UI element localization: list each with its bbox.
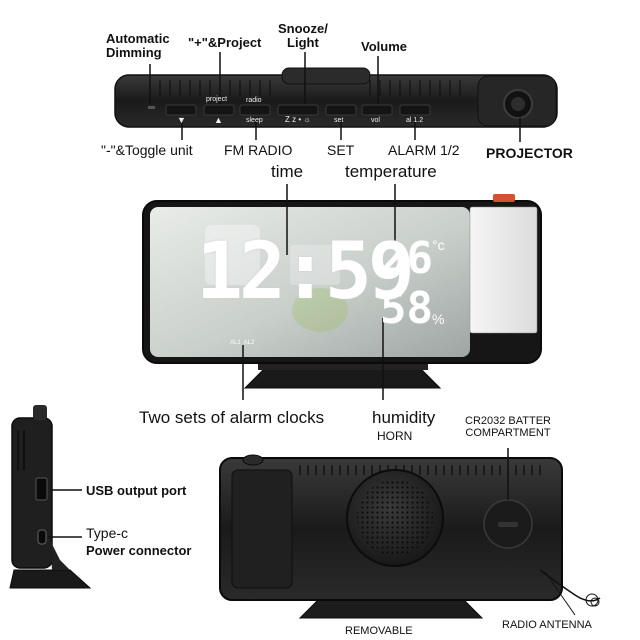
top-buttons [165,104,431,116]
btn-label-down-arrow: ▼ [177,115,186,125]
callout-power: Power connector [86,543,192,558]
display-time: 12:59 [196,227,415,317]
callout-automatic-dimming: Automatic Dimming [106,31,170,60]
btn-label-set: set [334,117,344,124]
callout-set: SET [327,142,355,158]
callout-removable: REMOVABLE [345,625,413,637]
btn-label-radio: radio [246,97,262,104]
btn-label-vol: vol [371,117,380,124]
front-view-device [142,194,542,389]
back-view-device [219,448,601,619]
back-vents [299,465,541,475]
btn-label-up-arrow: ▲ [214,115,223,125]
callout-projector: PROJECTOR [486,145,573,161]
callout-horn: HORN [377,429,413,443]
display-temperature-value: 26 [380,233,433,284]
callout-snooze-light: Snooze/ Light [278,21,328,50]
callout-antenna: RADIO ANTENNA [502,619,592,631]
btn-label-project: project [206,96,228,103]
top-ribbed-texture [149,80,461,96]
light-sensor-icon [148,106,155,109]
display-alarm-indicators: AL1 AL2 [230,340,255,346]
callout-alarm-sets: Two sets of alarm clocks [139,408,325,427]
callout-typec: Type-c [86,525,129,541]
btn-label-sleep: sleep [246,117,263,124]
callout-battery: CR2032 BATTER COMPARTMENT [465,415,551,439]
usb-port-icon [35,477,48,501]
projector-accent-button [493,194,515,202]
callout-lines [149,52,521,400]
side-view-device [9,405,92,589]
display-humidity-value: 58 [380,283,433,334]
callout-alarm12: ALARM 1/2 [388,142,460,158]
callout-volume: Volume [361,39,407,54]
callout-minus-toggle: "-"&Toggle unit [101,142,193,158]
display-humidity-unit: % [432,311,445,327]
callout-fm-radio: FM RADIO [224,142,293,158]
callout-humidity: humidity [372,408,436,427]
top-view-device [114,67,558,128]
mirror-reflection [205,225,348,332]
callout-time: time [271,162,304,181]
display-temperature-unit: °c [432,237,445,253]
callout-temperature: temperature [345,162,437,181]
typec-port-icon [37,529,47,545]
front-stand [243,367,442,389]
btn-label-al12: al 1.2 [406,117,424,124]
antenna-wire-icon [539,569,601,602]
callout-usb: USB output port [86,483,187,498]
callout-plus-project: "+"&Project [188,35,262,50]
btn-label-zz: Z z • ☼ [285,115,311,124]
